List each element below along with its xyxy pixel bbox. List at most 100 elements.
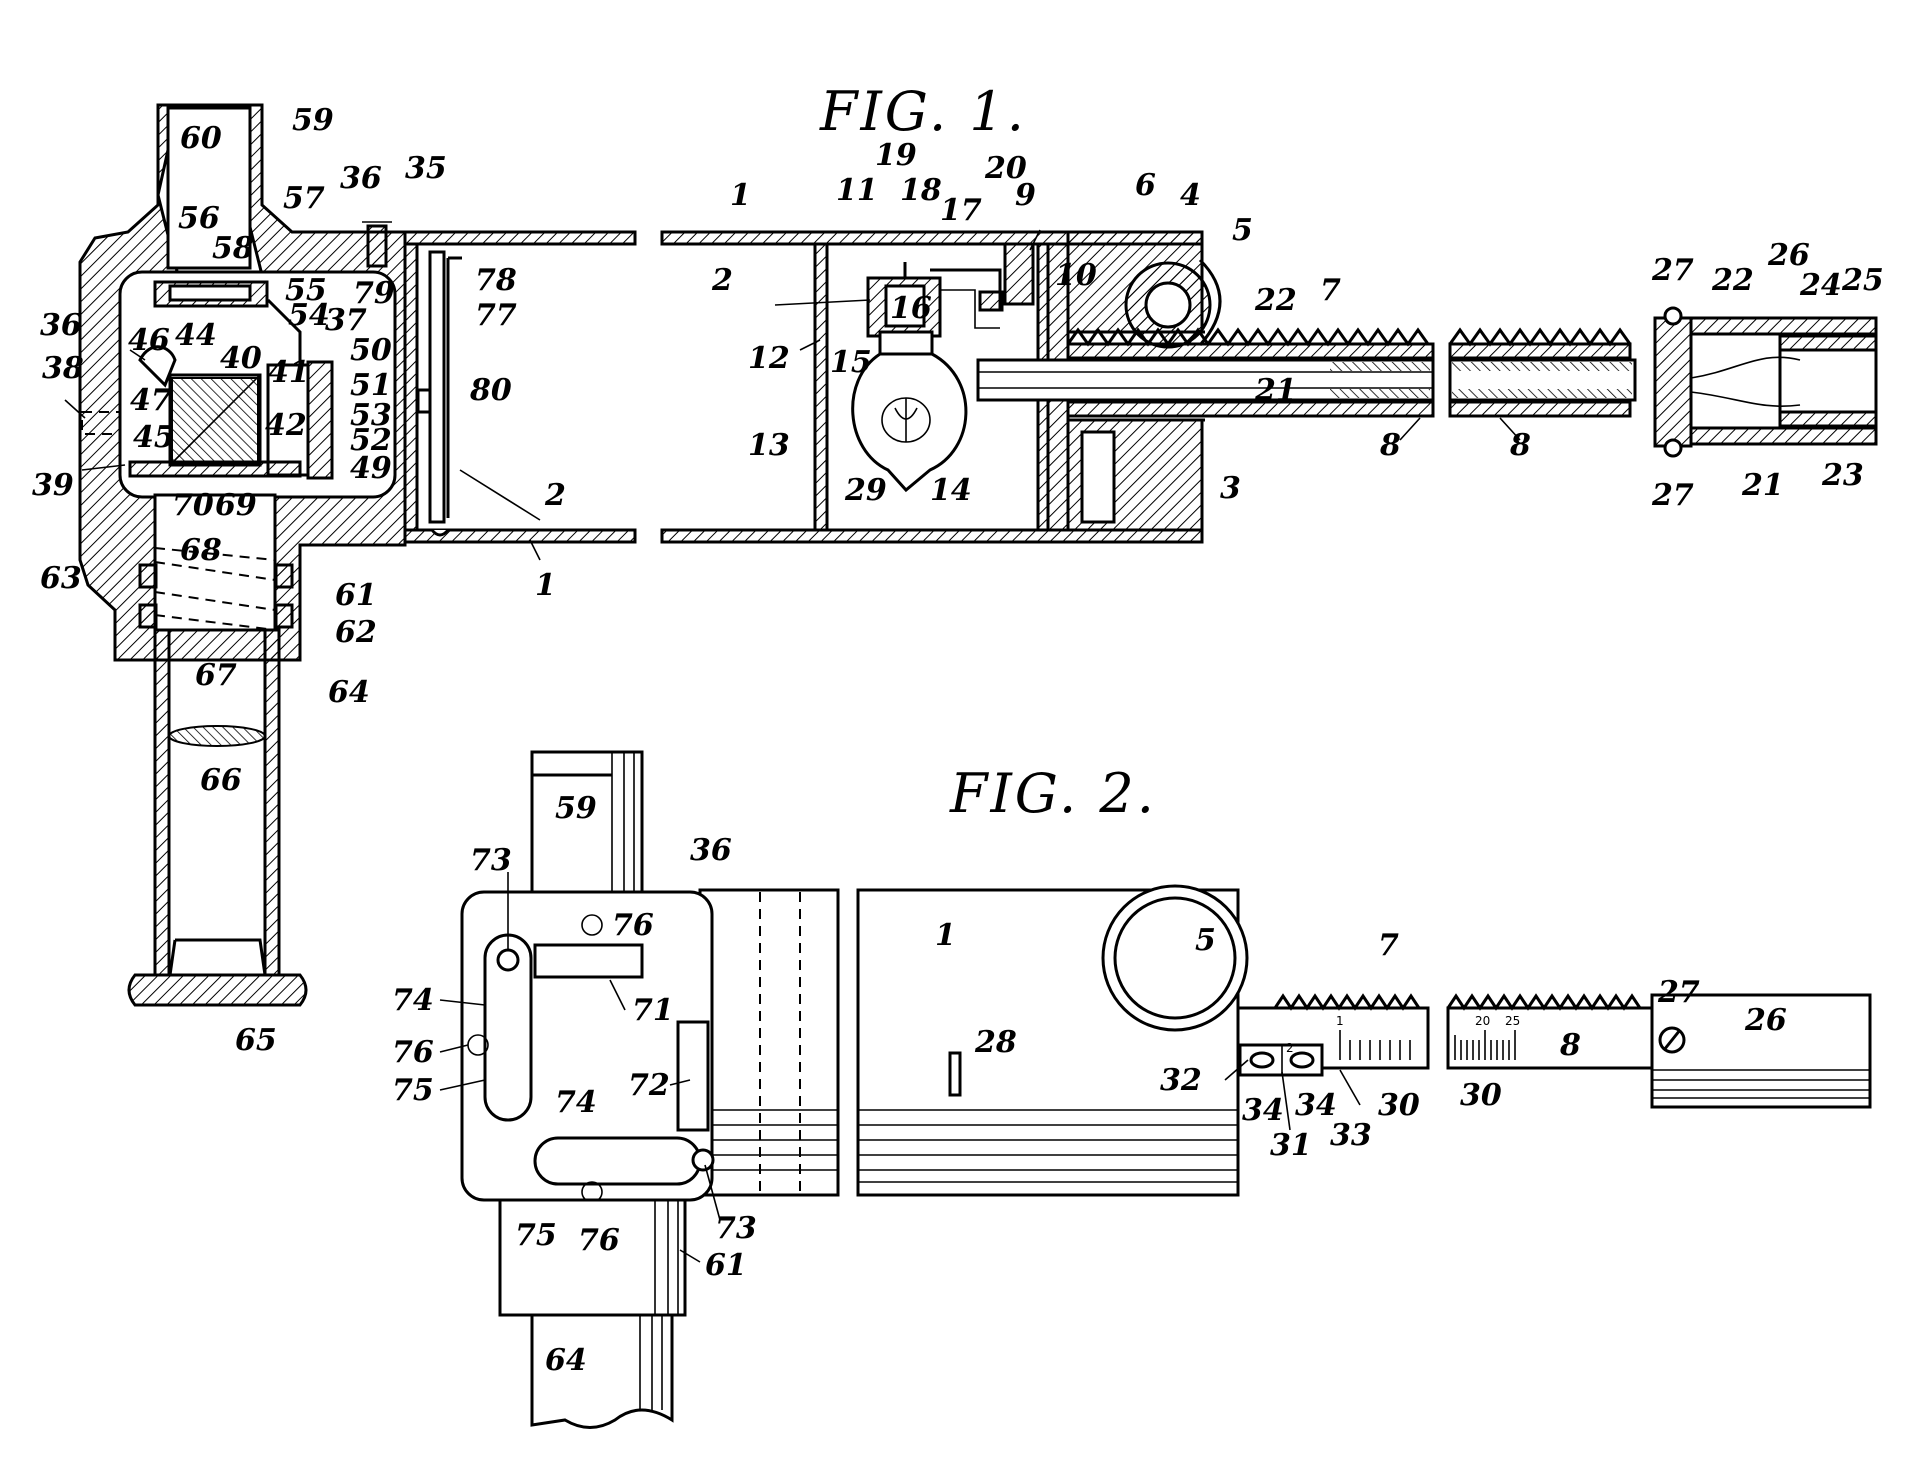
scale-mark-20: 20 (1475, 1014, 1490, 1028)
fig2-drawing (460, 750, 1872, 1429)
fig1-label-27a: 27 (1651, 253, 1694, 288)
fig2-label-30a: 30 (1378, 1088, 1420, 1123)
fig1-label-65: 65 (235, 1023, 277, 1058)
fig1-label-68: 68 (180, 533, 222, 568)
fig1-label-70: 70 (172, 488, 214, 523)
fig1-label-57: 57 (283, 181, 325, 216)
fig2-label-30b: 30 (1460, 1078, 1502, 1113)
fig2-label-28: 28 (974, 1025, 1017, 1060)
fig1-label-14: 14 (930, 473, 972, 508)
fig1-label-13: 13 (748, 428, 790, 463)
fig2-label-26: 26 (1744, 1003, 1787, 1038)
fig2-label-32: 32 (1160, 1063, 1202, 1098)
fig1-label-8b: 8 (1509, 428, 1531, 463)
fig1-label-21a: 21 (1254, 373, 1297, 408)
fig2-label-33: 33 (1330, 1118, 1372, 1153)
fig1-label-35: 35 (405, 151, 447, 186)
fig1-label-2b: 2 (544, 478, 566, 513)
fig2-label-74a: 74 (392, 983, 434, 1018)
fig1-head-housing (78, 103, 407, 1007)
fig2-title: FIG. 2. (949, 762, 1157, 825)
fig1-label-22b: 22 (1711, 263, 1754, 298)
fig1-label-26: 26 (1767, 238, 1810, 273)
fig1-drawing (64, 103, 1878, 1007)
fig1-label-53: 53 (350, 398, 392, 433)
fig2-label-5: 5 (1195, 923, 1216, 958)
fig1-label-39: 39 (32, 468, 74, 503)
fig1-label-78: 78 (475, 263, 517, 298)
fig1-label-50: 50 (350, 333, 392, 368)
fig2-label-75b: 75 (515, 1218, 557, 1253)
fig1-label-45: 45 (133, 420, 175, 455)
fig1-probe-tip (1448, 306, 1878, 458)
fig1-label-67: 67 (195, 658, 237, 693)
fig2-scale-numbers: 1 2 20 25 (1286, 1014, 1520, 1055)
fig2-label-7: 7 (1378, 928, 1399, 963)
fig1-labels: 60 59 35 36 57 56 58 36 55 54 37 79 78 7… (32, 103, 1884, 1058)
fig1-leaders (64, 229, 1521, 561)
fig1-label-12: 12 (748, 341, 790, 376)
fig2-label-27: 27 (1657, 975, 1700, 1010)
fig1-label-55: 55 (285, 273, 327, 308)
fig2-label-31: 31 (1270, 1128, 1312, 1163)
fig1-label-56: 56 (178, 201, 220, 236)
fig1-label-11: 11 (836, 173, 878, 208)
fig1-label-62: 62 (335, 615, 377, 650)
fig2-label-76a: 76 (612, 908, 654, 943)
fig1-label-3: 3 (1220, 471, 1241, 506)
fig1-label-8a: 8 (1379, 428, 1401, 463)
fig2-label-73a: 73 (470, 843, 512, 878)
fig1-label-69: 69 (215, 488, 257, 523)
fig2-label-1: 1 (935, 918, 956, 953)
fig1-label-2a: 2 (711, 263, 733, 298)
fig1-case-middle (660, 230, 1435, 544)
fig1-label-1b: 1 (535, 568, 556, 603)
fig2-label-64: 64 (545, 1343, 587, 1378)
fig2-label-36: 36 (690, 833, 732, 868)
fig1-label-16: 16 (890, 291, 932, 326)
fig2-leaders (439, 872, 1361, 1263)
fig1-label-15: 15 (830, 345, 872, 380)
fig1-label-18: 18 (900, 173, 942, 208)
fig1-label-77: 77 (475, 298, 517, 333)
fig1-label-20: 20 (984, 151, 1027, 186)
scale-mark-1: 1 (1336, 1014, 1344, 1028)
fig1-label-59: 59 (292, 103, 334, 138)
fig1-label-38: 38 (42, 351, 84, 386)
fig1-label-5: 5 (1232, 213, 1253, 248)
fig1-label-37: 37 (325, 303, 367, 338)
fig2-label-34a: 34 (1242, 1093, 1284, 1128)
fig1-label-36b: 36 (40, 308, 82, 343)
fig2-labels: 59 36 73 76 1 5 7 74 71 28 27 26 76 75 7… (392, 791, 1787, 1378)
fig2-label-76c: 76 (578, 1223, 620, 1258)
fig1-label-66: 66 (200, 763, 242, 798)
fig2-label-73b: 73 (715, 1211, 757, 1246)
fig1-label-52: 52 (350, 423, 392, 458)
fig1-label-10: 10 (1055, 258, 1097, 293)
fig1-label-40: 40 (220, 341, 262, 376)
fig1-label-29: 29 (844, 473, 887, 508)
fig1-label-25: 25 (1841, 263, 1884, 298)
fig1-label-63: 63 (40, 561, 82, 596)
fig1-label-22a: 22 (1254, 283, 1297, 318)
fig1-label-58: 58 (212, 231, 254, 266)
fig1-label-19: 19 (875, 138, 917, 173)
fig1-label-4: 4 (1180, 178, 1201, 213)
fig1-label-51: 51 (350, 368, 392, 403)
fig2-label-72: 72 (628, 1068, 670, 1103)
fig1-label-17: 17 (940, 193, 982, 228)
scale-mark-2: 2 (1286, 1041, 1294, 1055)
fig2-label-74b: 74 (555, 1085, 597, 1120)
fig1-label-41: 41 (268, 355, 310, 390)
fig1-case-left (403, 230, 637, 544)
fig1-label-79: 79 (353, 276, 395, 311)
fig2-label-76b: 76 (392, 1035, 434, 1070)
fig2-scale-ticks (1339, 1030, 1516, 1060)
fig1-label-21b: 21 (1741, 468, 1784, 503)
fig1-label-6: 6 (1135, 168, 1156, 203)
fig1-label-23: 23 (1821, 458, 1864, 493)
fig1-label-46: 46 (128, 323, 170, 358)
fig2-label-61: 61 (705, 1248, 747, 1283)
fig1-title: FIG. 1. (819, 80, 1027, 143)
